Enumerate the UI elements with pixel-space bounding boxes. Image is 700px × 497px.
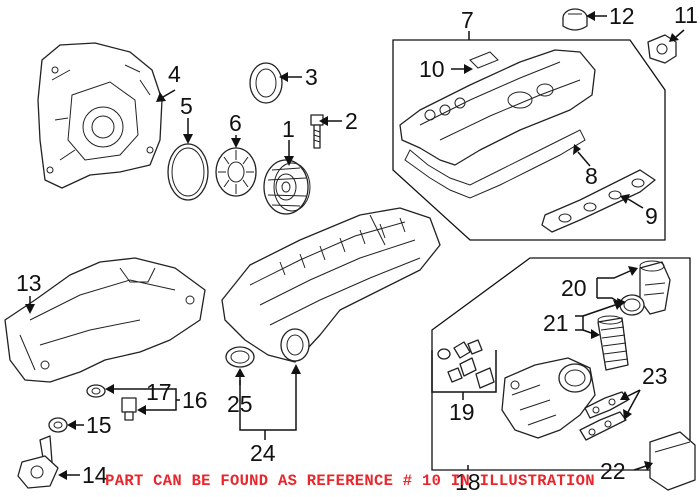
callout-19: 19 [449, 399, 475, 425]
callout-21: 21 [543, 310, 569, 336]
sprocket-6 [215, 147, 257, 197]
callout-11: 11 [674, 2, 698, 28]
reference-banner: PART CAN BE FOUND AS REFERENCE # 10 IN I… [105, 472, 595, 490]
oil-cap-12 [562, 8, 588, 31]
callout-20: 20 [561, 275, 587, 301]
callout-10: 10 [419, 56, 445, 82]
callout-13: 13 [16, 270, 42, 296]
drain-plug-16 [121, 397, 137, 421]
oil-pan-13 [4, 257, 206, 383]
callout-23: 23 [642, 363, 668, 389]
callout-12: 12 [609, 3, 635, 29]
callout-15: 15 [86, 412, 112, 438]
timing-cover [37, 42, 163, 189]
callout-3: 3 [305, 64, 318, 90]
cover-22 [649, 431, 696, 491]
gasket-9 [541, 169, 656, 233]
callout-24: 24 [250, 440, 276, 466]
callout-18: 18 [455, 469, 481, 495]
valve-cover-10 [399, 49, 596, 166]
callout-1: 1 [282, 116, 295, 142]
leader-lines [25, 11, 685, 480]
drain-washer-17 [86, 384, 106, 398]
oil-level-sensor-14 [17, 435, 59, 489]
callout-8: 8 [585, 163, 598, 189]
filter-housing-18 [501, 357, 596, 439]
o-ring-5 [167, 143, 209, 201]
o-ring-21 [619, 294, 645, 316]
callout-14: 14 [82, 462, 108, 488]
callout-4: 4 [168, 61, 181, 87]
filter-element [597, 315, 629, 371]
bolt-2 [310, 114, 324, 149]
callout-25: 25 [227, 391, 253, 417]
seal-kit-19 [437, 339, 495, 389]
callout-17: 17 [146, 379, 172, 405]
callout-7: 7 [461, 7, 474, 33]
callout-5: 5 [180, 93, 193, 119]
gasket-23 [579, 391, 629, 441]
gasket-8 [404, 129, 586, 199]
callout-9: 9 [645, 203, 658, 229]
washer-15 [48, 417, 68, 433]
filter-cap-20 [639, 260, 671, 315]
gasket-25 [225, 346, 255, 368]
callout-6: 6 [229, 110, 242, 136]
intake-manifold-24 [221, 207, 441, 363]
callout-22: 22 [600, 458, 626, 484]
seal-3 [249, 62, 283, 104]
callout-16: 16 [182, 387, 208, 413]
valve-cover-group-box [392, 39, 666, 241]
oil-filter-group-box [431, 257, 691, 471]
callout-2: 2 [345, 108, 358, 134]
damper-pulley-1 [263, 159, 311, 215]
